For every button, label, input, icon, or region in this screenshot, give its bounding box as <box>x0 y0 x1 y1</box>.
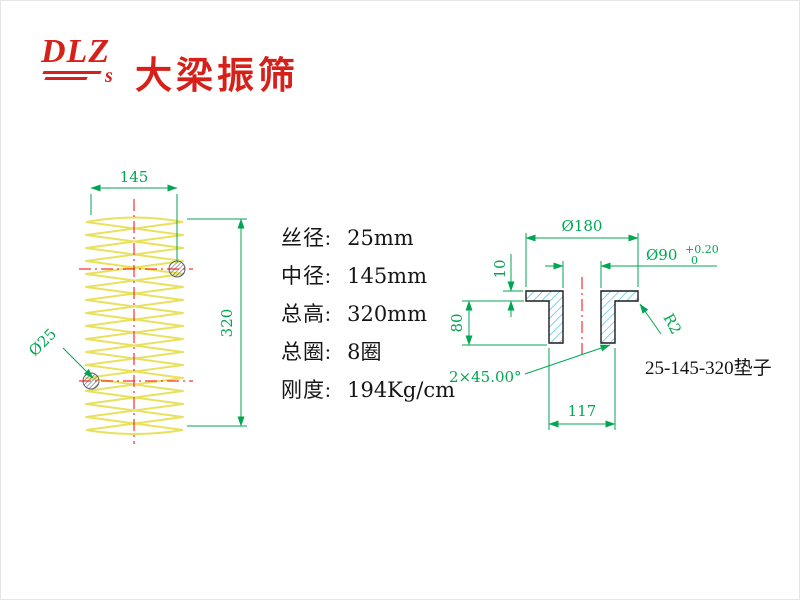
spec-row: 中径: 145mm <box>281 257 455 295</box>
spring-centerlines <box>79 199 193 444</box>
spec-value: 25mm <box>347 226 414 250</box>
spring-width-dimension: 145 <box>90 168 178 261</box>
washer-fillet-text: R2 <box>659 310 685 337</box>
washer-bore-diameter-dimension: Ø90 +0.20 0 <box>545 243 719 288</box>
spec-list: 丝径: 25mm 中径: 145mm 总高: 320mm 总圈: 8圈 刚度: … <box>281 219 455 409</box>
spec-label: 总圈: <box>281 340 332 364</box>
washer-height-dim-text: 80 <box>448 313 466 332</box>
washer-flange-thickness-dimension: 10 <box>491 254 523 317</box>
spring-wire-dimension: Ø25 <box>25 325 94 379</box>
spring-height-dim-text: 320 <box>218 309 236 338</box>
spring-drawing: 145 320 Ø25 <box>25 168 247 444</box>
spec-row: 丝径: 25mm <box>281 219 455 257</box>
spec-value: 194Kg/cm <box>347 378 456 402</box>
washer-bore-tol-upper-text: +0.20 <box>685 243 719 256</box>
spec-value: 320mm <box>347 302 428 326</box>
washer-part-label: 25-145-320垫子 <box>645 357 772 379</box>
spring-width-dim-text: 145 <box>120 168 149 186</box>
spec-value: 8圈 <box>347 340 382 364</box>
brand-logo: DLZ s <box>41 35 136 91</box>
page-title: 大梁振筛 <box>135 54 299 97</box>
spec-row: 总高: 320mm <box>281 295 455 333</box>
washer-bore-dia-text: Ø90 <box>646 246 677 264</box>
spec-label: 丝径: <box>281 226 332 250</box>
washer-bottom-width-text: 117 <box>568 402 597 420</box>
spring-wire-dim-text: Ø25 <box>25 325 60 360</box>
washer-fillet-dimension: R2 <box>639 303 685 337</box>
washer-bottom-width-dimension: 117 <box>548 348 616 430</box>
spring-height-dimension: 320 <box>187 218 247 427</box>
washer-outer-dia-text: Ø180 <box>562 217 603 235</box>
spring-coil <box>85 216 184 435</box>
washer-flange-thickness-text: 10 <box>491 259 509 278</box>
washer-bore-tol-lower-text: 0 <box>691 254 698 267</box>
spec-label: 总高: <box>281 302 332 326</box>
washer-outer-diameter-dimension: Ø180 <box>525 217 639 287</box>
washer-height-dimension: 80 <box>448 300 547 346</box>
spec-row: 总圈: 8圈 <box>281 333 455 371</box>
logo-text: DLZ <box>41 33 111 70</box>
washer-section-body <box>525 290 639 344</box>
spec-label: 刚度: <box>281 378 332 402</box>
washer-chamfer-text: 2×45.00° <box>449 368 522 386</box>
logo-sub-letter: s <box>105 65 113 87</box>
spec-label: 中径: <box>281 264 332 288</box>
washer-drawing: Ø180 Ø90 +0.20 0 10 <box>448 217 772 430</box>
washer-chamfer-dimension: 2×45.00° <box>449 344 611 386</box>
spec-row: 刚度: 194Kg/cm <box>281 371 455 409</box>
spec-value: 145mm <box>347 264 428 288</box>
